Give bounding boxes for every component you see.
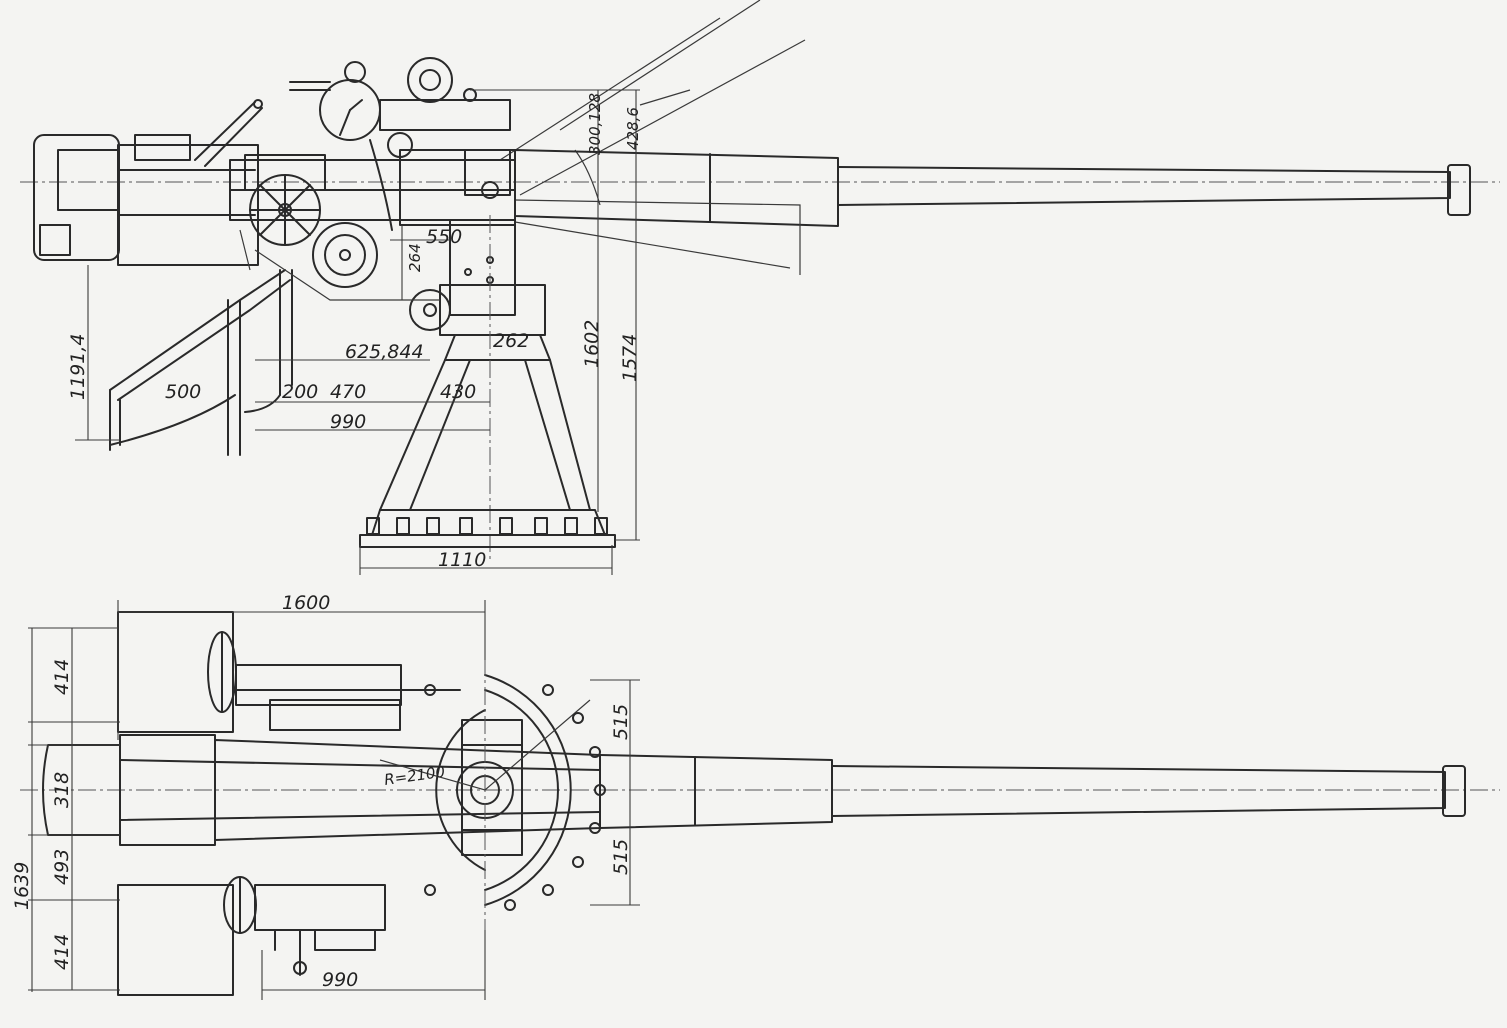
- dim-318: 318: [51, 772, 73, 808]
- dim-625-844: 625,844: [345, 341, 424, 363]
- sight-dials: [289, 57, 511, 231]
- dim-1602: 1602: [581, 320, 603, 368]
- dim-1600: 1600: [282, 592, 330, 614]
- dimension-labels-top: 1600 414 318 493 1639 414 515 515 R=2100…: [11, 592, 632, 991]
- dim-1639: 1639: [11, 862, 33, 910]
- dim-515-bottom: 515: [610, 839, 632, 875]
- pedestal-side: [359, 215, 616, 560]
- elevation-handwheel: [244, 154, 326, 246]
- ring-bolts: [424, 684, 606, 911]
- top-handwheel-upper: [207, 631, 461, 731]
- turntable-ring: [379, 600, 591, 1000]
- dim-414-top: 414: [51, 659, 73, 695]
- elevation-ghost-lines: [499, 0, 806, 206]
- dim-990-side: 990: [330, 411, 366, 433]
- dim-264: 264: [406, 243, 424, 272]
- dim-990-top: 990: [322, 969, 358, 991]
- seat-frame: [109, 229, 440, 456]
- top-handwheel-lower: [223, 876, 386, 976]
- dim-493: 493: [51, 849, 73, 885]
- dim-262: 262: [493, 330, 529, 352]
- breech-block-side: [33, 99, 516, 266]
- traverse-gear: [312, 222, 378, 288]
- dim-515-top: 515: [610, 704, 632, 740]
- barrel-top: [599, 754, 1466, 829]
- dim-428-6: 428,6: [624, 107, 642, 150]
- top-view: 1600 414 318 493 1639 414 515 515 R=2100…: [11, 592, 1500, 1000]
- base-bolts: [366, 517, 608, 535]
- barrel-side: [514, 149, 1471, 275]
- dim-470: 470: [330, 381, 366, 403]
- dim-430: 430: [440, 381, 476, 403]
- dim-500: 500: [165, 381, 201, 403]
- dimensions-top: [28, 600, 640, 1000]
- dim-550: 550: [426, 226, 462, 248]
- dim-200: 200: [282, 381, 318, 403]
- dim-414-bottom: 414: [51, 934, 73, 970]
- dim-300-128: 300,128: [586, 93, 604, 155]
- dim-1574: 1574: [619, 334, 641, 382]
- dim-1110: 1110: [438, 549, 486, 571]
- dimension-labels-side: 1191,4 500 200 470 430 990 625,844 262 5…: [67, 93, 642, 571]
- dimensions-side: [75, 89, 640, 575]
- dim-1191-4: 1191,4: [67, 334, 89, 400]
- side-view: 1191,4 500 200 470 430 990 625,844 262 5…: [20, 0, 1500, 575]
- breech-body-top: [42, 611, 601, 996]
